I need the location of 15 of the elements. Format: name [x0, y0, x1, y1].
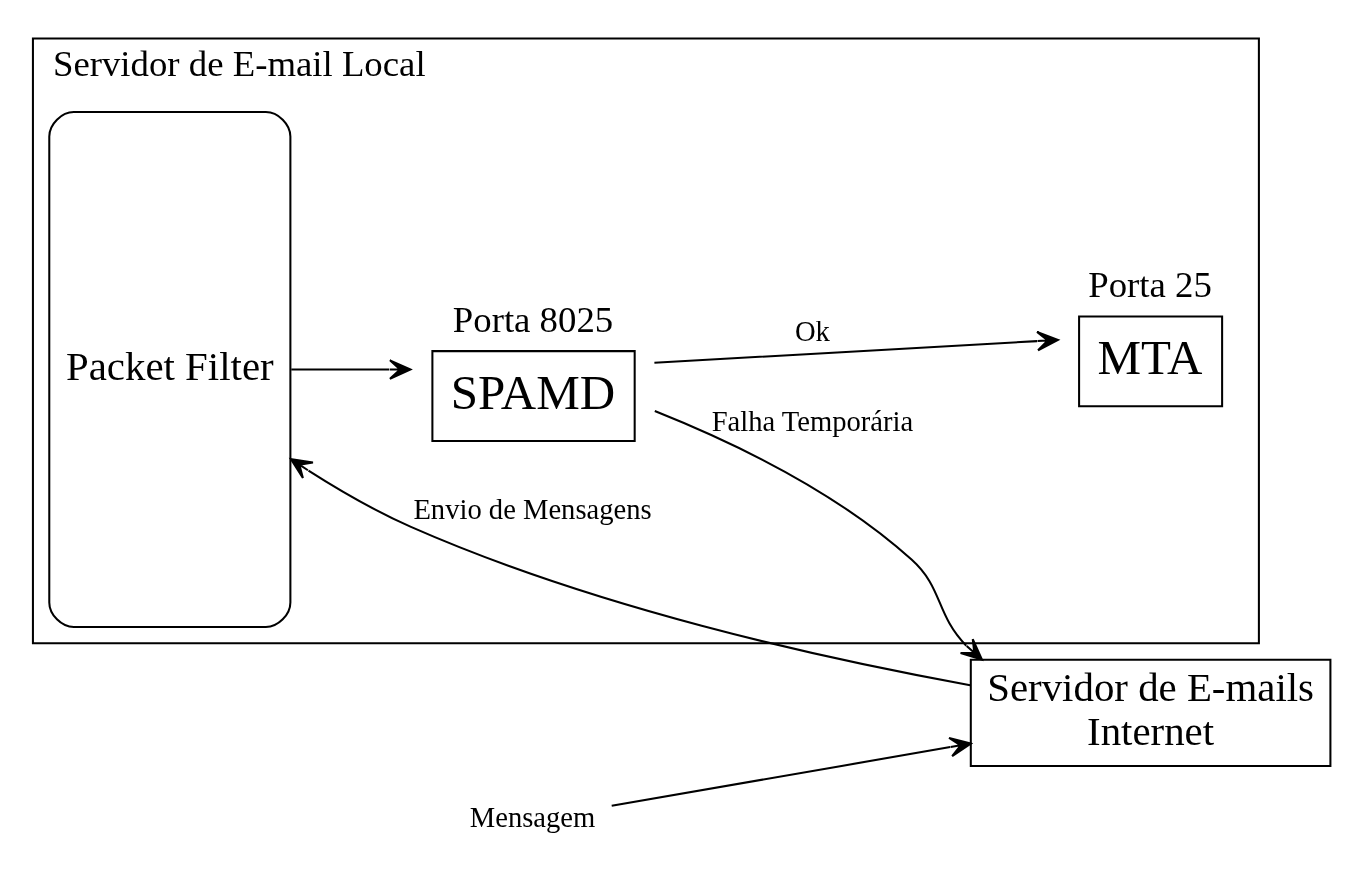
arrow: [611, 736, 972, 807]
arrow: [289, 457, 971, 686]
arrow: [654, 330, 1059, 364]
arrow: [654, 409, 983, 661]
node-box: Packet Filter: [48, 110, 292, 628]
edge-label: Ok: [794, 315, 830, 347]
node-box: Servidor de E-mails Internet: [969, 658, 1332, 767]
node-label: Porta 25: [1088, 263, 1212, 305]
arrow: [291, 358, 412, 380]
edge-label: Envio de Mensagens: [413, 493, 652, 525]
node-text: Mensagem: [469, 801, 596, 833]
node-box: SPAMD: [431, 349, 636, 442]
edge-label: Falha Temporária: [711, 405, 914, 437]
node-label: Porta 8025: [452, 298, 614, 340]
node-box: MTA: [1078, 314, 1224, 407]
